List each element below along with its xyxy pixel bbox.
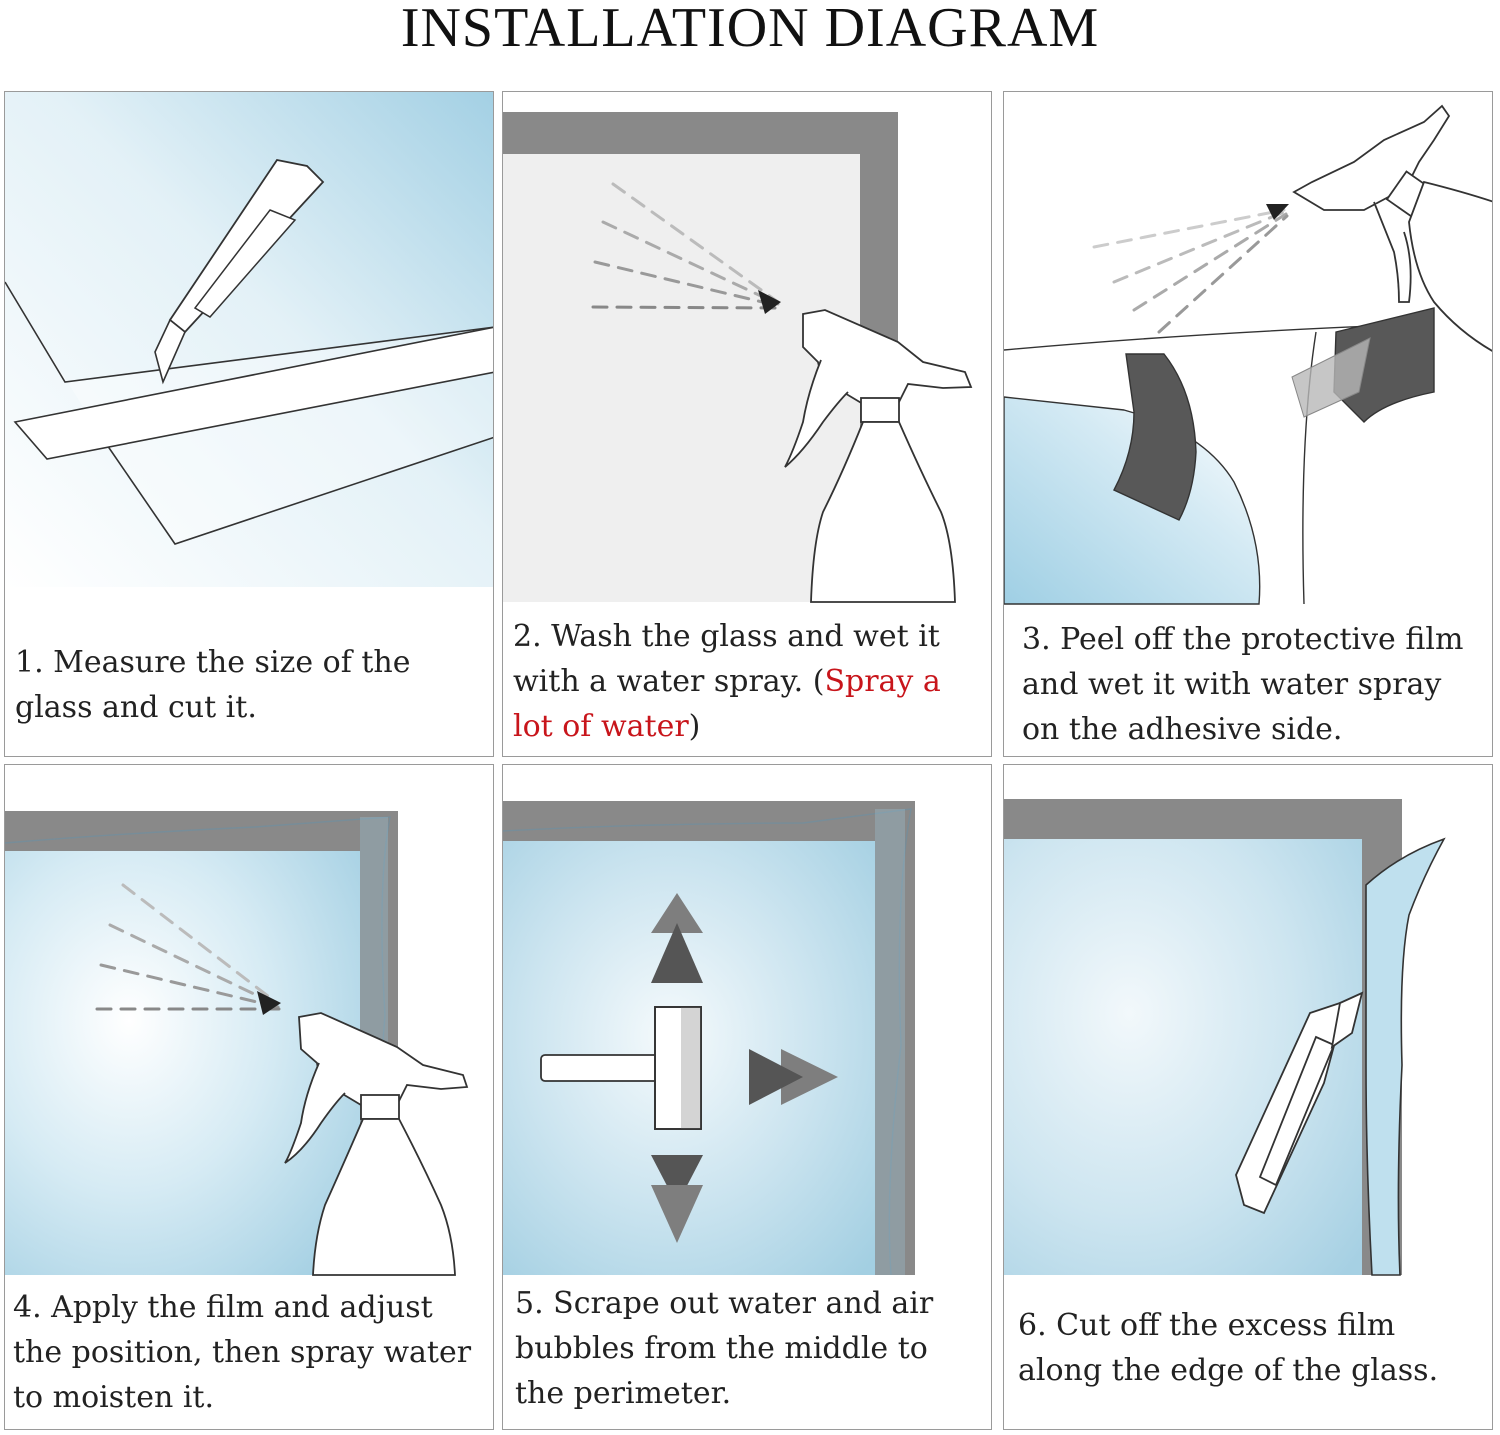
step-5-panel: 5. Scrape out water and air bubbles from… (502, 764, 992, 1430)
spray-mist-icon (1094, 204, 1289, 332)
step-1-number: 1. (15, 645, 44, 680)
step-6-caption: 6. Cut off the excess film along the edg… (1018, 1303, 1486, 1393)
step-4-caption: 4. Apply the film and adjust the positio… (13, 1285, 491, 1420)
step-6-number: 6. (1018, 1308, 1047, 1343)
step-3-panel: 3. Peel off the protective film and wet … (1003, 91, 1493, 757)
page-title: INSTALLATION DIAGRAM (0, 0, 1500, 60)
step-1-text: Measure the size of the glass and cut it… (15, 645, 410, 725)
step-5-text: Scrape out water and air bubbles from th… (515, 1286, 933, 1411)
protective-film-icon (1114, 308, 1434, 520)
step-2-caption: 2. Wash the glass and wet it with a wate… (513, 614, 985, 749)
step-3-text: Peel off the protective film and wet it … (1022, 622, 1463, 747)
step-3-caption: 3. Peel off the protective film and wet … (1022, 617, 1486, 752)
step-5-number: 5. (515, 1286, 544, 1321)
step-1-panel: 1. Measure the size of the glass and cut… (4, 91, 494, 757)
step-2-number: 2. (513, 619, 542, 654)
step-2-text-end: ) (689, 709, 701, 744)
step-4-text: Apply the film and adjust the position, … (13, 1290, 471, 1415)
step-6-text: Cut off the excess film along the edge o… (1018, 1308, 1438, 1388)
step-6-panel: 6. Cut off the excess film along the edg… (1003, 764, 1493, 1430)
step-3-number: 3. (1022, 622, 1051, 657)
step-5-caption: 5. Scrape out water and air bubbles from… (515, 1281, 985, 1416)
step-4-panel: 4. Apply the film and adjust the positio… (4, 764, 494, 1430)
spray-bottle-icon (1294, 106, 1493, 352)
step-2-panel: 2. Wash the glass and wet it with a wate… (502, 91, 992, 757)
excess-film-strip-icon (1366, 839, 1444, 1275)
step-1-caption: 1. Measure the size of the glass and cut… (15, 640, 487, 730)
step-4-number: 4. (13, 1290, 42, 1325)
